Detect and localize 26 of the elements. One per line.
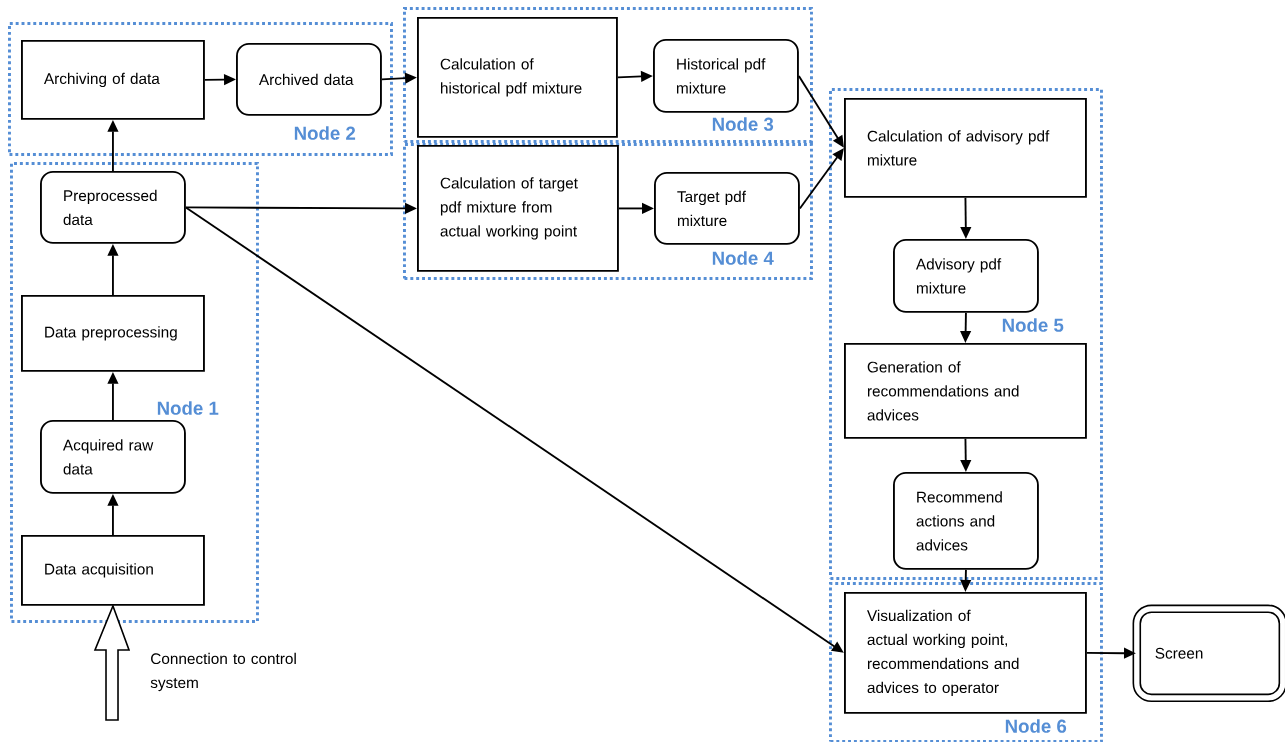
node-group-label: Node 5 — [1002, 318, 1064, 332]
process-box: Data acquisition — [21, 535, 205, 606]
screen-box: Screen — [1132, 604, 1285, 703]
arrow — [184, 206, 844, 653]
process-box: Visualization of actual working point, recommendations and advices to operator — [844, 592, 1087, 714]
process-box: Generation of recommendations and advices — [844, 343, 1087, 439]
data-box: Acquired raw data — [40, 420, 186, 494]
node-group-label: Node 3 — [712, 117, 774, 131]
process-box: Calculation of target pdf mixture from actual working point — [417, 145, 619, 272]
node-group-label: Node 2 — [294, 126, 356, 140]
data-box: Preprocessed data — [40, 171, 186, 244]
block-arrow — [93, 603, 131, 721]
node-group-label: Node 4 — [712, 251, 774, 265]
process-box: Calculation of advisory pdf mixture — [844, 98, 1087, 198]
node-group-label: Node 6 — [1005, 719, 1067, 733]
node-group-label: Node 1 — [157, 401, 219, 415]
data-box: Target pdf mixture — [654, 172, 800, 245]
label-text: Connection to control system — [150, 652, 296, 692]
data-box: Advisory pdf mixture — [893, 239, 1039, 313]
data-box: Historical pdf mixture — [653, 39, 799, 113]
process-box: Archiving of data — [21, 40, 205, 120]
data-box: Archived data — [236, 43, 382, 116]
process-box: Calculation of historical pdf mixture — [417, 17, 618, 138]
arrow — [798, 148, 844, 210]
process-box: Data preprocessing — [21, 295, 205, 372]
data-box: Recommend actions and advices — [893, 472, 1039, 570]
